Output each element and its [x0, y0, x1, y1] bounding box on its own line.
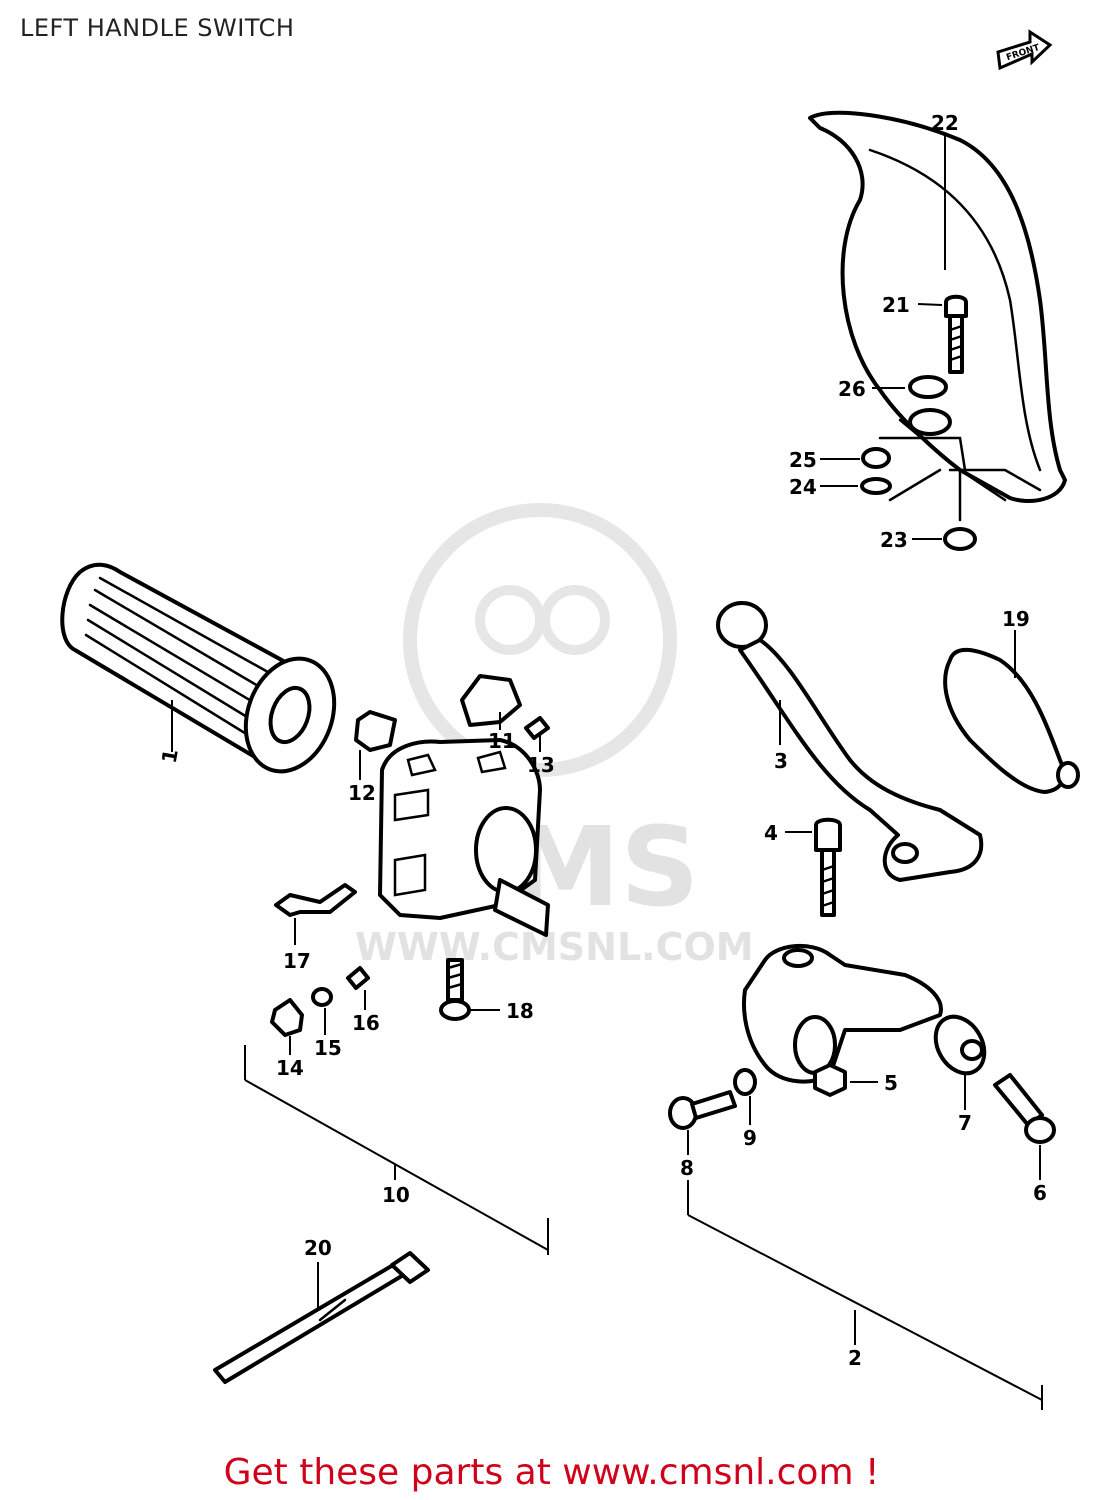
part-12-switch-knob	[354, 710, 397, 752]
label-part-21: 21	[882, 293, 910, 317]
page-title: LEFT HANDLE SWITCH	[20, 14, 295, 42]
part-11-switch-knob	[460, 674, 522, 727]
label-part-2: 2	[848, 1346, 862, 1370]
part-6-bolt	[993, 1073, 1056, 1144]
label-part-6: 6	[1033, 1181, 1047, 1205]
label-part-13: 13	[527, 753, 555, 777]
part-labels: 1 2 3 4 5 6 7 8 9 10 11 12 13 14 15 16 1…	[157, 111, 1047, 1370]
label-part-5: 5	[884, 1071, 898, 1095]
part-26-washer	[908, 375, 948, 399]
part-20-cable	[213, 1251, 430, 1384]
label-part-4: 4	[764, 821, 778, 845]
label-part-11: 11	[488, 729, 516, 753]
label-part-19: 19	[1002, 607, 1030, 631]
label-part-16: 16	[352, 1011, 380, 1035]
promo-link[interactable]: Get these parts at www.cmsnl.com !	[223, 1452, 880, 1493]
label-part-26: 26	[838, 377, 866, 401]
label-part-3: 3	[774, 749, 788, 773]
part-24-washer	[860, 477, 892, 495]
label-part-22: 22	[931, 111, 959, 135]
label-part-7: 7	[958, 1111, 972, 1135]
part-10-switch-housing	[378, 738, 550, 937]
part-5-nut	[813, 1063, 847, 1097]
label-part-25: 25	[789, 448, 817, 472]
part-25-nut	[861, 447, 891, 469]
part-26-washer-lower	[908, 408, 952, 436]
label-part-18: 18	[506, 999, 534, 1023]
label-part-24: 24	[789, 475, 817, 499]
label-part-10: 10	[382, 1183, 410, 1207]
part-4-pivot-bolt	[814, 817, 842, 917]
label-part-1: 1	[157, 747, 183, 765]
part-3-clutch-lever	[716, 601, 984, 882]
part-22-bracket	[808, 110, 1067, 503]
label-part-17: 17	[283, 949, 311, 973]
label-part-23: 23	[880, 528, 908, 552]
part-7-adjuster	[933, 1014, 987, 1076]
part-18-screw	[439, 958, 471, 1021]
front-arrow-icon: FRONT	[996, 29, 1053, 71]
part-16-screw	[346, 966, 370, 990]
label-part-14: 14	[276, 1056, 304, 1080]
label-part-20: 20	[304, 1236, 332, 1260]
part-17-contact	[274, 883, 357, 917]
part-2-lever-holder	[742, 943, 943, 1084]
part-8-bolt	[668, 1090, 737, 1130]
part-19-lever-cover	[943, 647, 1066, 794]
watermark-url: WWW.CMSNL.COM	[355, 925, 754, 969]
label-part-9: 9	[743, 1126, 757, 1150]
part-9-washer	[733, 1068, 757, 1096]
part-13-screw	[524, 716, 550, 740]
watermark: CMS WWW.CMSNL.COM	[355, 503, 754, 969]
label-part-12: 12	[348, 781, 376, 805]
part-23-nut	[943, 527, 977, 551]
part-1-grip	[60, 562, 337, 774]
part-21-bolt	[944, 294, 968, 374]
label-part-15: 15	[314, 1036, 342, 1060]
label-part-8: 8	[680, 1156, 694, 1180]
leader-lines	[171, 134, 1043, 1410]
promo-banner[interactable]: Get these parts at www.cmsnl.com !	[0, 1452, 1103, 1493]
part-19-cover-tip	[1056, 761, 1080, 789]
part-14-clip	[270, 998, 304, 1037]
part-15-washer	[311, 987, 333, 1007]
